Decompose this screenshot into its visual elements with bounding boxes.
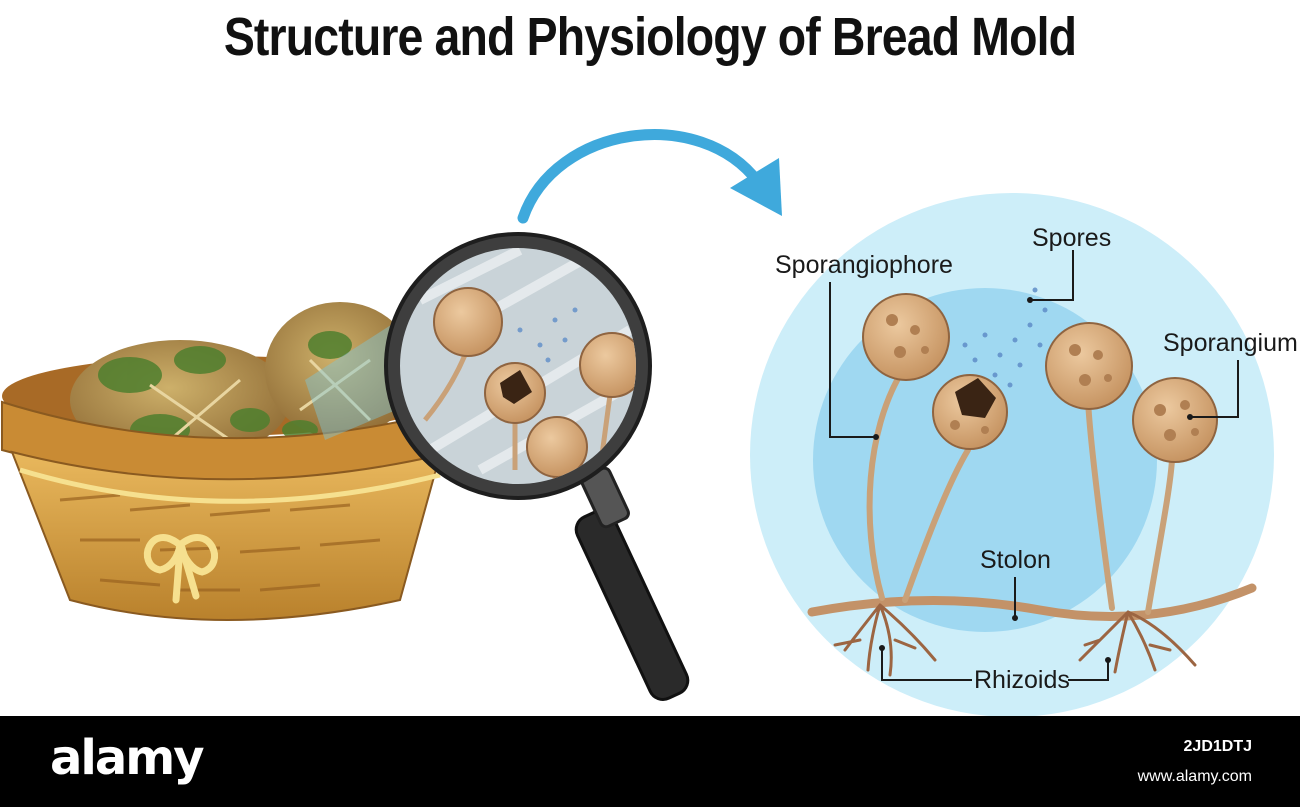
label-sporangium: Sporangium: [1163, 329, 1298, 357]
label-sporangiophore: Sporangiophore: [775, 251, 953, 279]
sporangiophores: [866, 372, 1175, 615]
label-rhizoids: Rhizoids: [974, 666, 1070, 694]
bread-basket: [0, 302, 451, 621]
leader-dots: [873, 297, 1193, 663]
stolon: [807, 583, 1257, 621]
label-stolon: Stolon: [980, 546, 1051, 574]
diagram-artwork: Sporangiophore Spores Sporangium Stolon …: [0, 129, 1298, 716]
curved-arrow: [517, 129, 782, 224]
image-id: 2JD1DTJ: [1183, 738, 1252, 755]
diagram-title: Structure and Physiology of Bread Mold: [223, 7, 1077, 67]
spores: [962, 287, 1048, 388]
burst-sporangium: [955, 378, 996, 418]
sporangium-spots: [886, 314, 1199, 441]
mold-structure-diagram: Sporangiophore Spores Sporangium Stolon …: [750, 193, 1298, 716]
label-spores: Spores: [1032, 224, 1111, 252]
moldy-bread-loaf: [265, 302, 415, 438]
site-url: www.alamy.com: [1137, 768, 1252, 785]
magnifying-glass: [305, 232, 690, 701]
brand-logo: alamy: [50, 730, 205, 786]
leader-lines: [829, 250, 1239, 681]
rhizoids: [833, 603, 1197, 677]
basket-bow: [143, 534, 218, 604]
watermark-footer: alamy 2JD1DTJ www.alamy.com: [0, 716, 1300, 807]
